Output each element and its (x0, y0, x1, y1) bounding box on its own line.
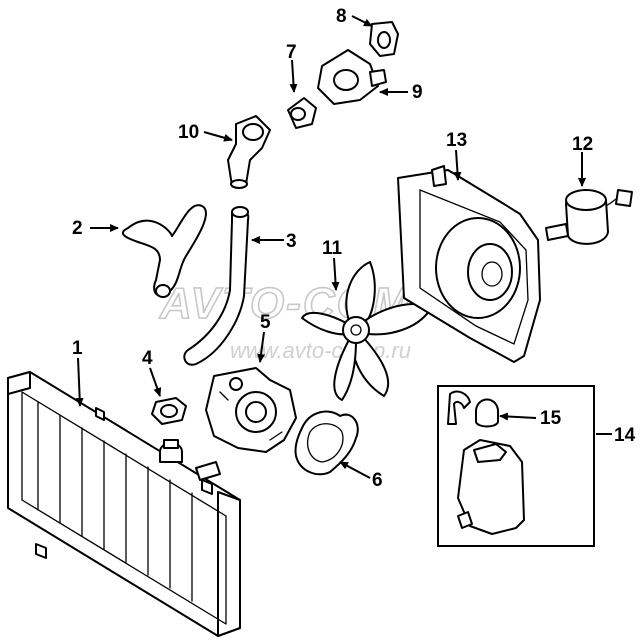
outlet-gasket (369, 21, 399, 57)
leader-15 (499, 412, 537, 421)
leader-8 (351, 15, 373, 27)
water-outlet (317, 49, 387, 105)
callout-5: 5 (260, 312, 271, 333)
radiator (7, 371, 241, 637)
callout-15: 15 (540, 408, 562, 429)
callout-12: 12 (572, 134, 593, 155)
reservoir-group (437, 385, 595, 547)
callout-4: 4 (142, 348, 153, 369)
callout-9: 9 (412, 82, 423, 103)
callout-2: 2 (72, 218, 83, 239)
leader-13 (453, 149, 462, 181)
leader-6 (339, 461, 371, 479)
callout-6: 6 (372, 470, 383, 491)
seal (287, 97, 317, 129)
callout-8: 8 (336, 6, 347, 27)
pump-gasket (294, 410, 359, 476)
lower-hose (121, 204, 207, 298)
callout-11: 11 (322, 238, 343, 259)
callout-7: 7 (286, 42, 297, 63)
callout-10: 10 (178, 122, 199, 143)
leader-1 (75, 357, 84, 407)
fan-motor (545, 189, 633, 245)
leader-7 (289, 59, 298, 93)
watermark: AVTO-COMP www.avto-comp.ru (158, 278, 441, 363)
leader-lines (75, 15, 612, 479)
callout-labels: 1 2 3 4 5 6 7 8 9 10 11 12 13 14 15 (72, 6, 636, 491)
upper-hose (183, 206, 250, 366)
reservoir-group-frame (437, 385, 595, 547)
leader-5 (257, 331, 266, 363)
callout-14: 14 (614, 425, 636, 446)
watermark-url: www.avto-comp.ru (230, 338, 411, 363)
hose-elbow (227, 115, 271, 189)
fan-blade (301, 261, 431, 401)
thermostat (151, 397, 187, 425)
callout-13: 13 (446, 130, 467, 151)
water-pump (205, 367, 297, 453)
callout-1: 1 (72, 338, 83, 359)
leader-4 (149, 367, 162, 397)
callout-3: 3 (286, 231, 297, 252)
leader-11 (331, 257, 340, 291)
fan-shroud (397, 165, 541, 363)
reservoir-cap (475, 398, 499, 428)
leader-10 (203, 131, 233, 142)
